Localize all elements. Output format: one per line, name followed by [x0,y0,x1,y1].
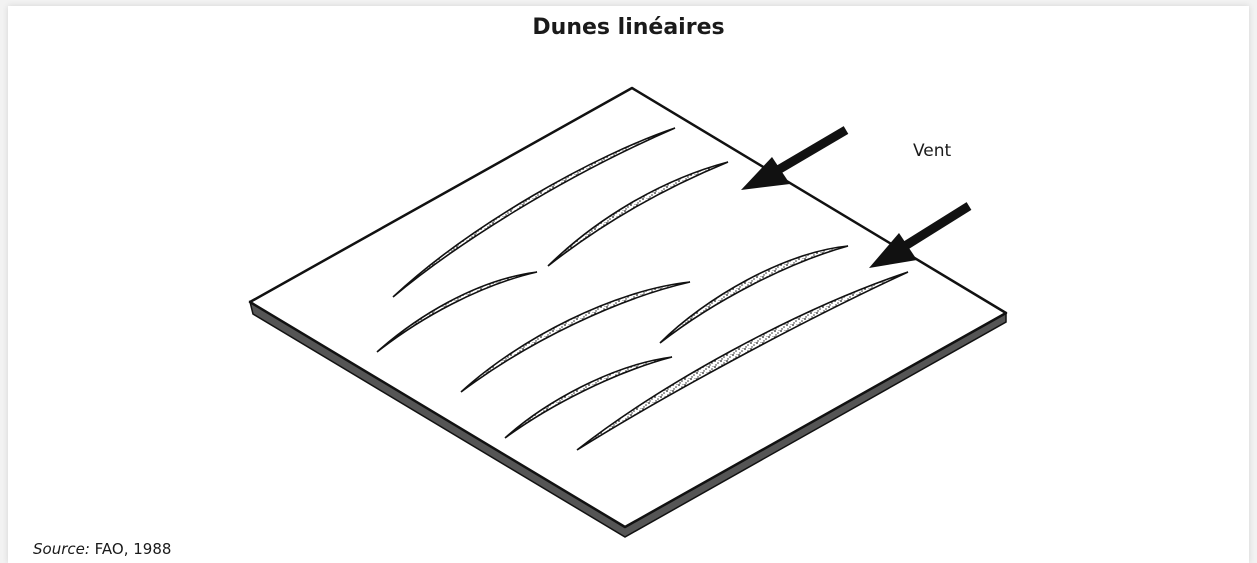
ground-plane [250,88,1006,537]
wind-label: Vent [913,141,951,161]
wind-arrow-icon [741,130,846,190]
wind-arrow-icon [869,206,969,268]
source-caption: Source: FAO, 1988 [33,540,171,558]
source-text: FAO, 1988 [90,540,172,558]
source-prefix: Source: [33,540,90,558]
